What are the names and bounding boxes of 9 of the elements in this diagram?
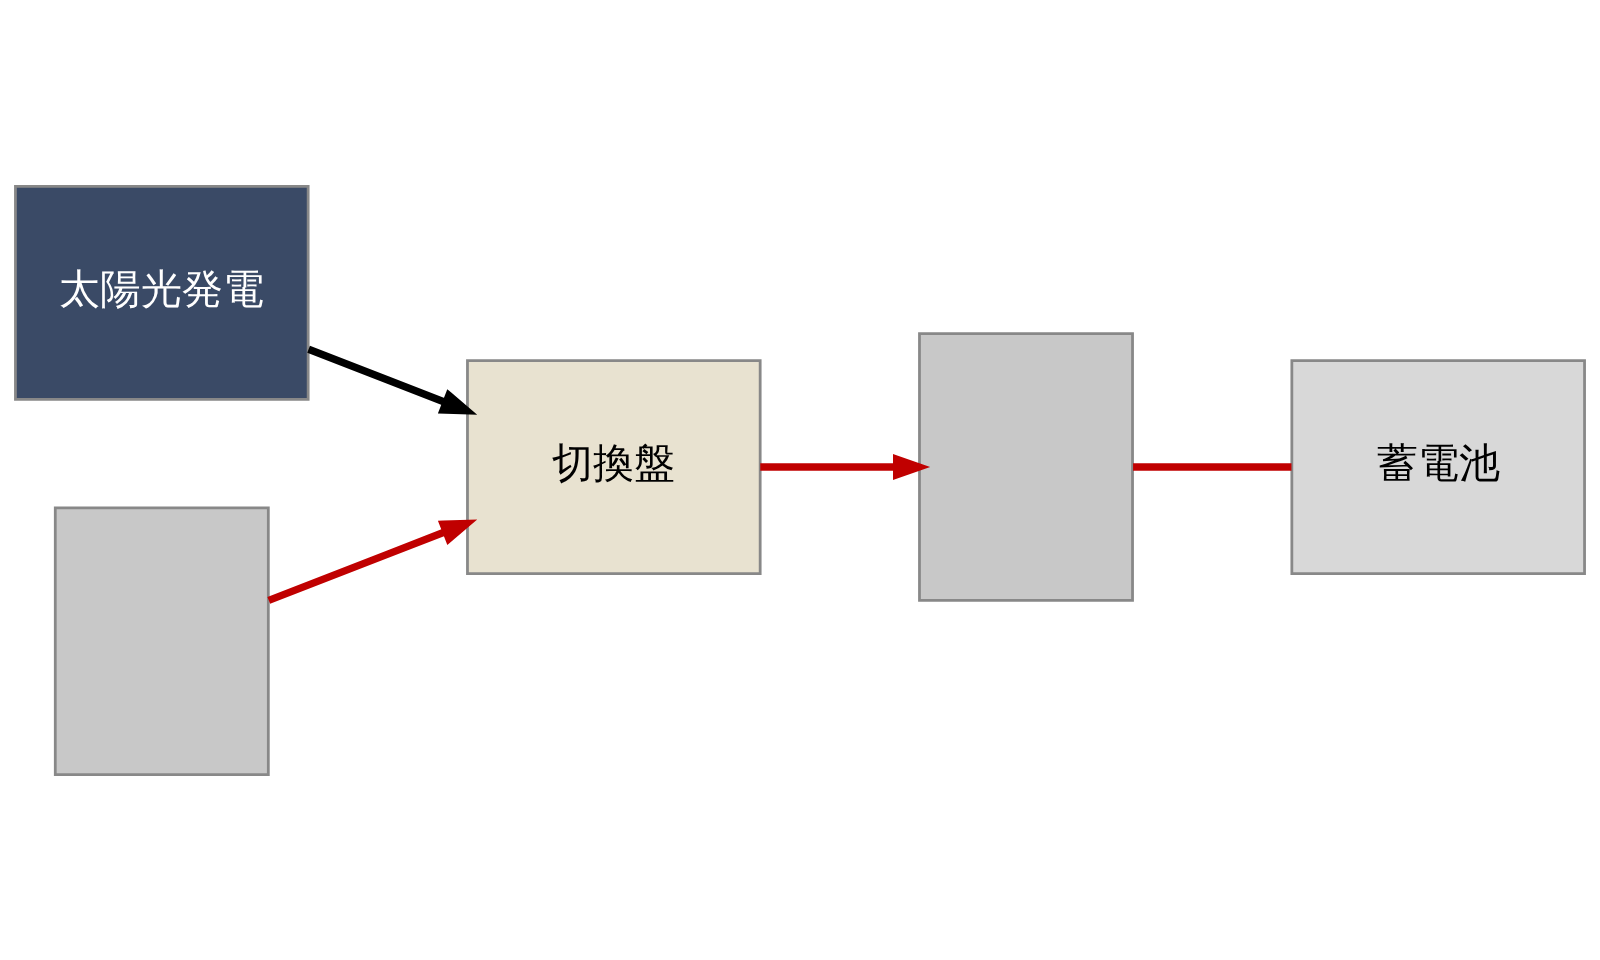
node-box xyxy=(918,331,1134,602)
node-box: 切換盤 xyxy=(466,358,762,575)
node-box: 太陽光発電 xyxy=(14,184,310,401)
arrow xyxy=(267,518,478,604)
node-box: 蓄電池 xyxy=(1290,358,1586,575)
arrow xyxy=(760,453,931,480)
arrow xyxy=(307,345,478,415)
connector xyxy=(1133,462,1292,471)
node-box xyxy=(53,505,270,776)
